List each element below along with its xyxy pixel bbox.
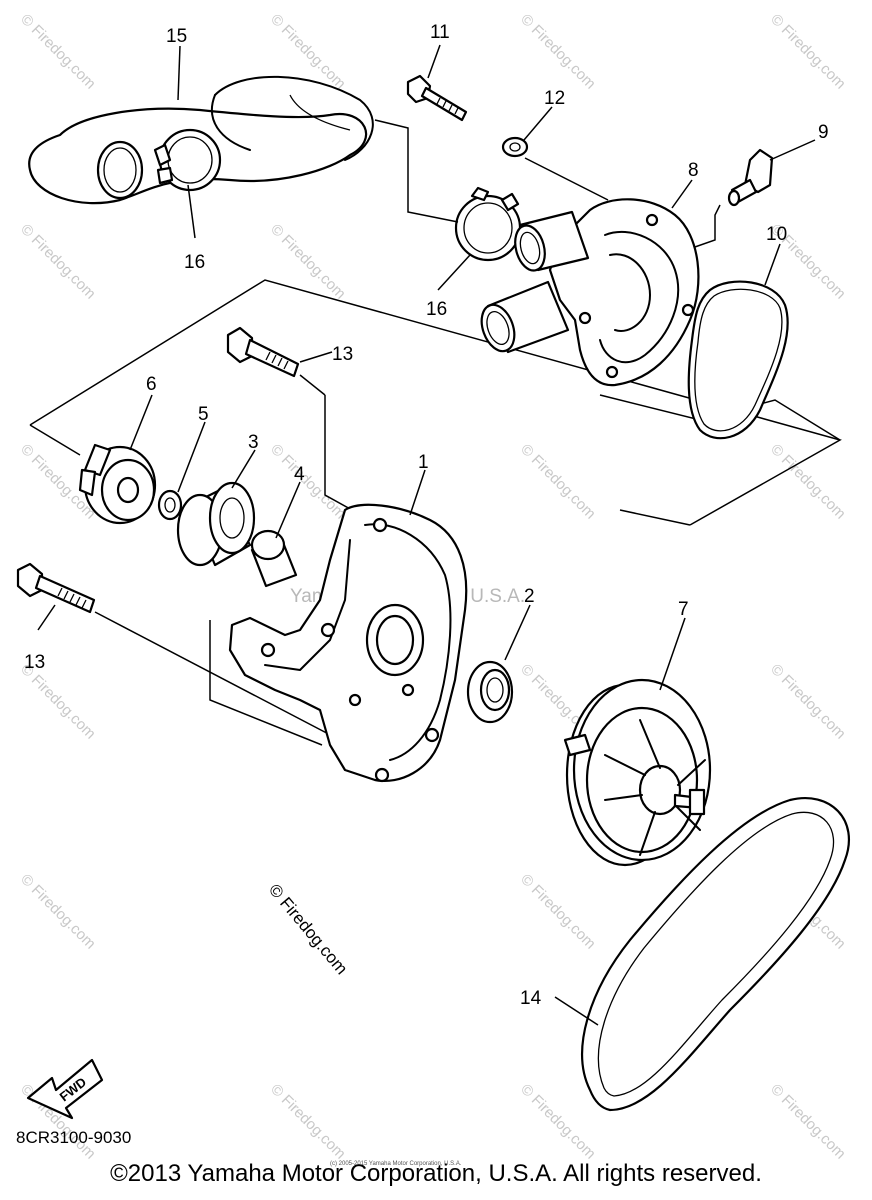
callout-13-upper: 13 (332, 344, 353, 365)
callout-14: 14 (520, 988, 542, 1009)
watermark-text: © Firedog.com (517, 11, 599, 93)
watermark-text: © Firedog.com (767, 661, 849, 743)
small-copyright: (c) 2005-2015 Yamaha Motor Corporation, … (330, 1161, 462, 1167)
pulley-part-7 (563, 678, 712, 867)
callout-2: 2 (524, 586, 535, 607)
callout-15: 15 (166, 26, 187, 47)
watermark-text: © Firedog.com (267, 221, 349, 303)
seal-part-3 (176, 481, 256, 567)
watermark-text: © Firedog.com (17, 661, 99, 743)
leader-hose-to-clamp (374, 119, 459, 223)
watermark-firedog-dark: © Firedog.com (265, 880, 351, 978)
callout-6: 6 (146, 374, 157, 395)
collar-part-4 (250, 529, 298, 588)
watermark-text: © Firedog.com (17, 11, 99, 93)
leader-9-to-cover (691, 204, 721, 249)
callout-9: 9 (818, 122, 829, 143)
callout-12: 12 (544, 88, 565, 109)
oring-part-10 (687, 280, 789, 440)
callout-16-right: 16 (426, 299, 447, 320)
watermark-text: © Firedog.com (517, 871, 599, 953)
callout-8: 8 (688, 160, 699, 181)
washer-part-5 (157, 489, 183, 521)
pump-cover-part-8 (480, 198, 700, 387)
clamp-part-16-right (454, 186, 522, 262)
callout-3: 3 (248, 432, 259, 453)
bearing-part-2 (466, 660, 514, 724)
callout-7: 7 (678, 599, 689, 620)
leader-body-line (324, 395, 353, 511)
watermark-text: © Firedog.com (517, 1081, 599, 1163)
callout-16-left: 16 (184, 252, 205, 273)
bolt-part-13-lower (16, 562, 96, 614)
watermark-text: © Firedog.com (17, 221, 99, 303)
watermark-text: © Firedog.com (767, 1081, 849, 1163)
leader-left-bracket (209, 620, 323, 746)
watermark-text: © Firedog.com (267, 1081, 349, 1163)
watermark-text: © Firedog.com (767, 441, 849, 523)
callout-11: 11 (430, 22, 450, 43)
watermark-text: © Firedog.com (767, 11, 849, 93)
assembly-outline (29, 279, 842, 526)
callout-5: 5 (198, 404, 209, 425)
callout-10: 10 (766, 224, 787, 245)
housing-part-1 (228, 503, 468, 783)
washer-part-12 (501, 136, 529, 158)
impeller-part-6 (78, 443, 157, 525)
callout-labels: 15 16 11 12 9 8 10 16 13 6 5 3 4 1 2 7 1… (24, 22, 829, 1009)
watermark-text: © Firedog.com (17, 871, 99, 953)
callout-leaders (37, 44, 816, 691)
bolt-part-11 (406, 74, 468, 122)
copyright-footer: ©2013 Yamaha Motor Corporation, U.S.A. A… (110, 1160, 762, 1187)
callout-13-lower: 13 (24, 652, 45, 673)
callout-1: 1 (418, 452, 429, 473)
belt-part-14 (581, 797, 851, 1112)
fitting-part-9 (727, 148, 774, 207)
leader-14 (554, 996, 599, 1026)
part-code: 8CR3100-9030 (16, 1128, 132, 1147)
watermark-text: © Firedog.com (517, 441, 599, 523)
watermark-text: © Firedog.com (267, 441, 349, 523)
clamp-part-16-left (153, 128, 222, 192)
callout-4: 4 (294, 464, 305, 485)
bolt-part-13-upper (226, 326, 300, 378)
leader-13b-line (94, 611, 341, 741)
leader-13a-to-body (299, 374, 326, 396)
leader-12-to-cover (524, 157, 609, 201)
